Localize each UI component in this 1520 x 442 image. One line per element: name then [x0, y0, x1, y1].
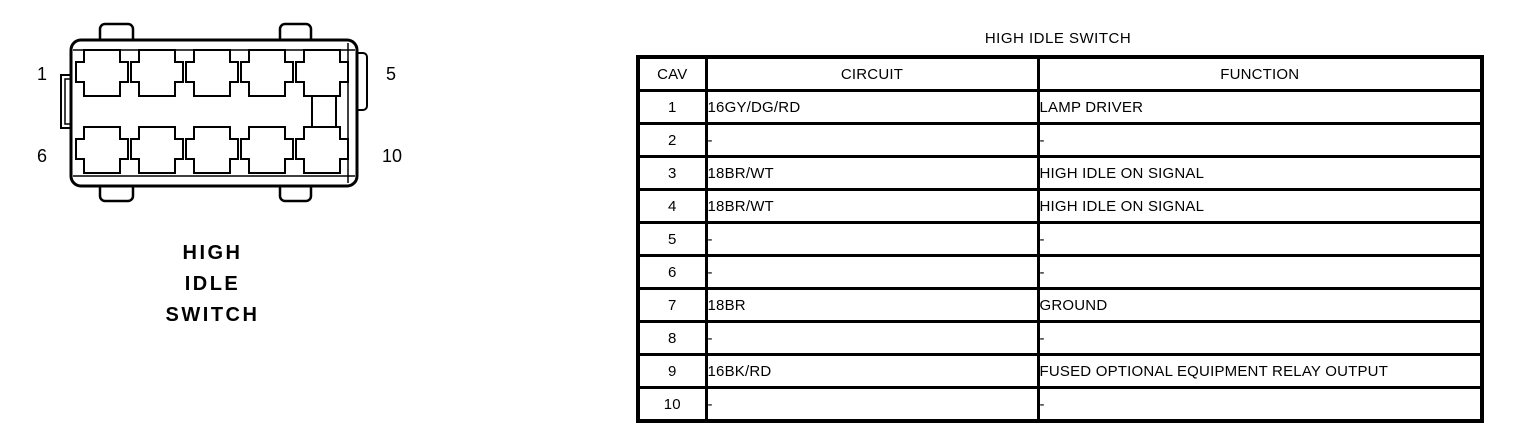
- circuit-cell: 18BR: [704, 287, 1040, 323]
- cav-cell: 2: [636, 122, 708, 158]
- circuit-cell: -: [704, 386, 1040, 423]
- cav-cell: 10: [636, 386, 708, 423]
- circuit-cell: -: [704, 221, 1040, 257]
- connector-body: [69, 38, 359, 188]
- column-header-circuit: CIRCUIT: [704, 55, 1040, 92]
- cav-cell: 4: [636, 188, 708, 224]
- cav-cell: 5: [636, 221, 708, 257]
- function-cell: -: [1036, 122, 1484, 158]
- circuit-cell: -: [704, 320, 1040, 356]
- table-row: 6--: [636, 254, 1484, 290]
- table-title: HIGH IDLE SWITCH: [984, 30, 1132, 47]
- function-cell: -: [1036, 320, 1484, 356]
- circuit-cell: 16BK/RD: [704, 353, 1040, 389]
- circuit-cell: 18BR/WT: [704, 188, 1040, 224]
- pin-label-1: 1: [37, 64, 47, 84]
- cav-cell: 9: [636, 353, 708, 389]
- circuit-cell: -: [704, 122, 1040, 158]
- function-cell: -: [1036, 254, 1484, 290]
- function-cell: -: [1036, 386, 1484, 423]
- circuit-cell: -: [704, 254, 1040, 290]
- circuit-cell: 16GY/DG/RD: [704, 89, 1040, 125]
- function-cell: LAMP DRIVER: [1036, 89, 1484, 125]
- function-cell: GROUND: [1036, 287, 1484, 323]
- column-header-function: FUNCTION: [1036, 55, 1484, 92]
- circuit-cell: 18BR/WT: [704, 155, 1040, 191]
- column-header-cav: CAV: [636, 55, 708, 92]
- pin-label-10: 10: [382, 146, 402, 166]
- table-header-row: CAV CIRCUIT FUNCTION: [636, 55, 1484, 92]
- function-cell: HIGH IDLE ON SIGNAL: [1036, 155, 1484, 191]
- cav-cell: 8: [636, 320, 708, 356]
- connector-caption-line-3: SWITCH: [165, 304, 260, 326]
- connector-caption-line-2: IDLE: [184, 273, 241, 295]
- cav-cell: 1: [636, 89, 708, 125]
- connector-diagram: 1 5 6 10: [37, 22, 402, 203]
- function-cell: HIGH IDLE ON SIGNAL: [1036, 188, 1484, 224]
- table-row: 2--: [636, 122, 1484, 158]
- cav-cell: 7: [636, 287, 708, 323]
- table-row: 5--: [636, 221, 1484, 257]
- function-cell: -: [1036, 221, 1484, 257]
- connector-pin-channel: [311, 96, 337, 127]
- function-cell: FUSED OPTIONAL EQUIPMENT RELAY OUTPUT: [1036, 353, 1484, 389]
- table-row: 8--: [636, 320, 1484, 356]
- cav-cell: 3: [636, 155, 708, 191]
- cav-cell: 6: [636, 254, 708, 290]
- connector-caption-line-1: HIGH: [182, 242, 243, 264]
- table-row: 10--: [636, 386, 1484, 423]
- pin-label-5: 5: [386, 64, 396, 84]
- connector-caption: HIGH IDLE SWITCH: [130, 238, 295, 331]
- pin-label-6: 6: [37, 146, 47, 166]
